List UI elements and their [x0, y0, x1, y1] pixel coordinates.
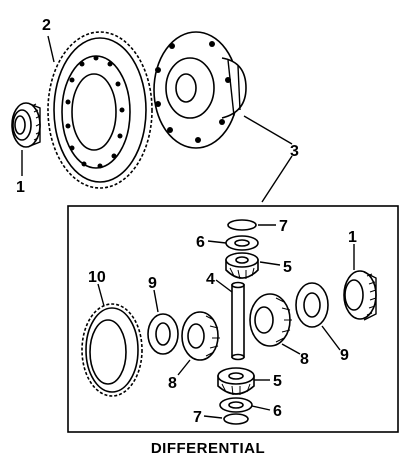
pinion-shaft: [231, 281, 245, 361]
ring-gear-top: [47, 31, 153, 189]
ring-gear-lower: [81, 303, 143, 397]
callout-3: 3: [290, 143, 299, 160]
callout-6-top: 6: [196, 234, 205, 251]
pinion-gear-right: [249, 293, 292, 347]
callout-7-top: 7: [279, 218, 288, 235]
callout-9-left: 9: [148, 275, 157, 292]
callout-5-top: 5: [283, 259, 292, 276]
side-gear-top: [225, 252, 259, 280]
callout-1-right: 1: [348, 229, 357, 246]
callout-10: 10: [88, 269, 106, 286]
side-gear-bottom: [217, 367, 255, 396]
washer-top: [225, 235, 259, 251]
callout-8-right: 8: [300, 351, 309, 368]
thrust-washer-bottom: [223, 413, 249, 425]
callout-9-right: 9: [340, 347, 349, 364]
callout-5-bottom: 5: [273, 373, 282, 390]
leader-lines: [21, 35, 355, 419]
differential-case: [153, 31, 247, 149]
callout-7-bottom: 7: [193, 409, 202, 426]
bearing-right: [343, 270, 377, 321]
callout-8-left: 8: [168, 375, 177, 392]
exploded-view-box: [67, 205, 399, 433]
callout-6-bottom: 6: [273, 403, 282, 420]
callout-2: 2: [42, 17, 51, 34]
callout-4: 4: [206, 271, 215, 288]
thrust-washer-top: [227, 219, 257, 231]
diagram-caption: DIFFERENTIAL: [150, 440, 266, 457]
bearing-top-left: [11, 102, 41, 148]
pinion-gear-left: [181, 311, 220, 361]
pinion-washer-right: [295, 282, 329, 328]
callout-1-top-left: 1: [16, 179, 25, 196]
pinion-washer-left: [147, 313, 179, 355]
washer-bottom: [219, 397, 253, 413]
